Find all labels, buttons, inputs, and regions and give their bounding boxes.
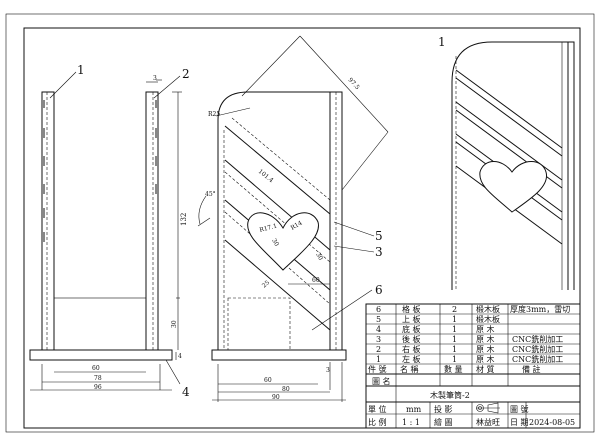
- dim-front-78: 78: [94, 375, 102, 382]
- detail-callout: 1: [438, 35, 446, 49]
- row1-mat: 原 木: [476, 354, 495, 364]
- dim-side-r17: R17.1: [259, 223, 278, 234]
- title-label: 圖 名: [372, 376, 391, 386]
- row2-mat: 原 木: [476, 344, 495, 354]
- dim-side-45: 45°: [205, 191, 216, 198]
- title-value: 木製筆筒-2: [430, 390, 470, 400]
- drawer-value: 林益旺: [476, 417, 500, 427]
- callout-3: 3: [375, 245, 383, 259]
- dim-front-96: 96: [94, 384, 102, 391]
- side-base: [211, 349, 347, 361]
- row1-note: CNC銑削加工: [512, 354, 563, 364]
- row1-no: 1: [376, 355, 381, 364]
- callout-4: 4: [182, 385, 190, 399]
- row3-no: 3: [376, 335, 381, 344]
- dim-side-30b: 30: [314, 252, 324, 262]
- callout-1: 1: [77, 63, 85, 77]
- dim-side-diag: 101.4: [257, 168, 275, 184]
- side-base-hidden: [227, 297, 291, 351]
- row3-name: 後 板: [402, 334, 421, 344]
- side-view: 97.5 101.4 R25 45° R17.1 R14 30 30 60 25…: [197, 35, 389, 402]
- header-mat: 材 質: [476, 364, 495, 374]
- side-outline: [217, 91, 343, 351]
- date-value: 2024-08-05: [529, 418, 575, 427]
- row1-name: 左 板: [402, 354, 421, 364]
- row5-mat: 椴木板: [476, 314, 500, 324]
- dim-front-height: 132: [180, 213, 188, 226]
- unit-label: 單 位: [368, 404, 387, 414]
- proj-label: 投 影: [434, 404, 453, 414]
- projection-symbol-icon: [476, 402, 500, 414]
- dim-front-top: 3: [153, 75, 157, 82]
- row3-qty: 1: [452, 335, 457, 344]
- callout-5: 5: [375, 229, 383, 243]
- header-name: 名 稱: [400, 364, 419, 374]
- row6-mat: 椴木板: [476, 304, 500, 314]
- dim-side-25: 25: [261, 279, 271, 289]
- row6-qty: 2: [452, 305, 457, 314]
- dim-side-30a: 30: [270, 238, 280, 248]
- unit-value: mm: [406, 405, 422, 414]
- row4-mat: 原 木: [476, 324, 495, 334]
- callout-4-leader: [165, 359, 181, 385]
- row4-no: 4: [376, 325, 381, 334]
- row6-no: 6: [376, 305, 381, 314]
- row5-no: 5: [376, 315, 381, 324]
- callout-6: 6: [375, 283, 383, 297]
- dim-front-small: 4: [178, 353, 182, 360]
- row6-name: 格 板: [402, 304, 421, 314]
- side-heart-cutout: [247, 212, 319, 271]
- row5-qty: 1: [452, 315, 457, 324]
- front-back-hidden: [53, 297, 147, 351]
- dim-side-3: 3: [326, 367, 330, 374]
- header-no: 件 號: [368, 364, 387, 374]
- outer-frame: [5, 13, 595, 433]
- front-base: [29, 349, 173, 361]
- dim-side-80: 80: [282, 386, 290, 393]
- row3-note: CNC銑削加工: [512, 334, 563, 344]
- dim-side-r25: R25: [208, 111, 220, 118]
- row3-mat: 原 木: [476, 334, 495, 344]
- drawno-label: 圖 號: [510, 404, 529, 414]
- callout-2: 2: [182, 67, 190, 81]
- dim-front-60: 60: [92, 365, 100, 372]
- row5-name: 上 板: [402, 314, 421, 324]
- row4-name: 底 板: [402, 324, 421, 334]
- dim-side-60s: 60: [312, 277, 320, 284]
- header-qty: 數 量: [444, 364, 463, 374]
- date-label: 日 期: [510, 418, 529, 427]
- scale-label: 比 例: [368, 417, 387, 427]
- front-view: 1 2 4 3 132 30 60 78 96 4: [29, 63, 190, 399]
- row4-qty: 1: [452, 325, 457, 334]
- detail-view: 1: [438, 35, 575, 290]
- callout-1-leader: [49, 71, 77, 99]
- row1-qty: 1: [452, 355, 457, 364]
- detail-heart: [479, 161, 548, 213]
- row2-qty: 1: [452, 345, 457, 354]
- drawer-label: 繪 圖: [434, 417, 453, 427]
- row6-note: 厚度3mm，雷切: [510, 304, 570, 314]
- dim-side-90: 90: [272, 394, 280, 401]
- detail-outline: [451, 41, 575, 290]
- dim-front-base-h: 30: [171, 320, 178, 328]
- inner-frame: [23, 27, 581, 429]
- dim-side-60b: 60: [264, 377, 272, 384]
- row2-no: 2: [376, 345, 381, 354]
- header-note: 備 註: [522, 364, 541, 374]
- row2-name: 右 板: [402, 344, 421, 354]
- title-block: 6 格 板 2 椴木板 厚度3mm，雷切 5 上 板 1 椴木板 4 底 板 1…: [365, 303, 581, 429]
- callout-2-leader: [153, 75, 181, 99]
- scale-value: 1 : 1: [402, 418, 420, 427]
- row2-note: CNC銑削加工: [512, 344, 563, 354]
